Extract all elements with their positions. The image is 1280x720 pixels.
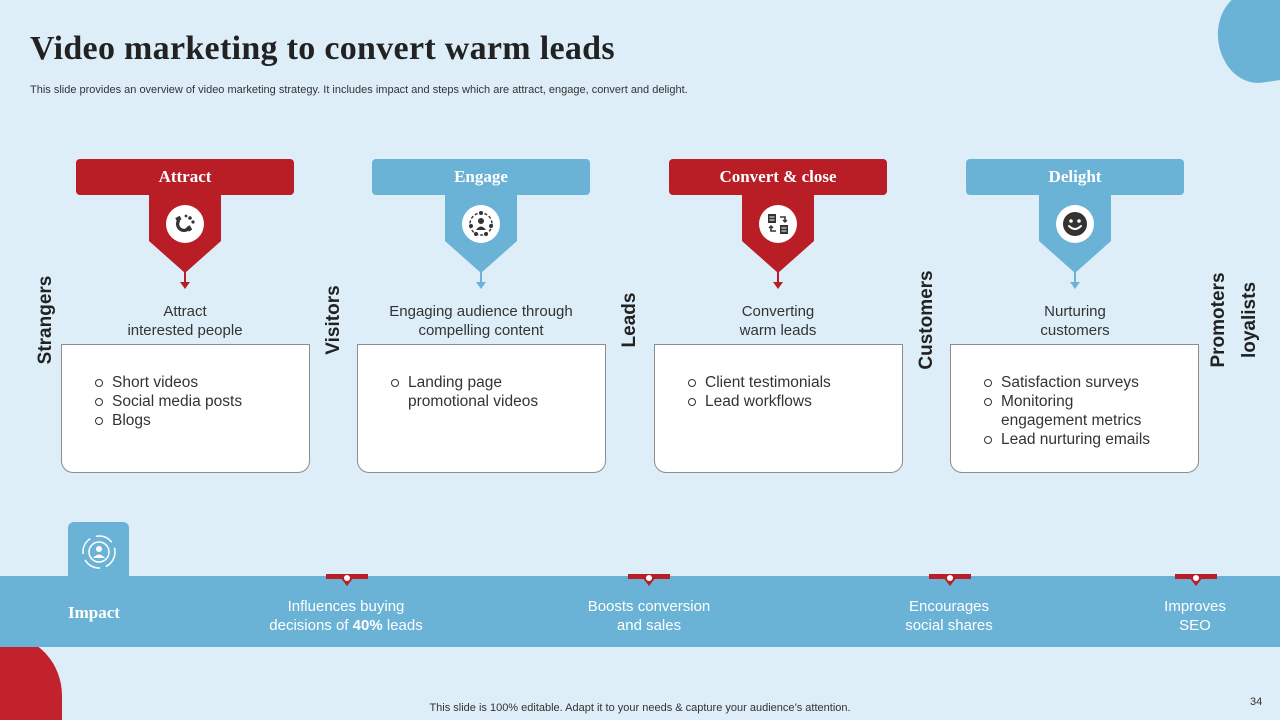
stage-card-delight: Satisfaction surveys Monitoring engageme…	[950, 344, 1199, 473]
stage-description: Converting warm leads	[739, 303, 817, 339]
smiley-icon	[1056, 205, 1094, 243]
stage-description: Nurturing customers	[1040, 303, 1110, 339]
page-number: 34	[1250, 696, 1263, 708]
stage-card-convert: Client testimonials Lead workflows	[654, 344, 903, 473]
list-item: Social media posts	[92, 392, 295, 411]
chevron-down-icon	[180, 282, 190, 289]
pin-marker	[326, 574, 368, 586]
footer-note: This slide is 100% editable. Adapt it to…	[429, 702, 851, 714]
stage-card-attract: Short videos Social media posts Blogs	[61, 344, 310, 473]
impact-item-shares: Encourages social shares	[905, 598, 993, 634]
label-leads: Leads	[619, 292, 640, 348]
stage-engage: Engage Engaging audience through compell…	[372, 159, 590, 339]
page-title: Video marketing to convert warm leads	[30, 30, 615, 67]
label-promoters: Promoters	[1208, 272, 1229, 368]
stage-convert: Convert & close Converting warm leads	[669, 159, 887, 339]
list-item: Satisfaction surveys	[981, 373, 1184, 392]
list-item-continuation: promotional videos	[408, 393, 539, 410]
stage-header-attract: Attract	[76, 159, 294, 195]
impact-item-buying: Influences buying decisions of 40% leads	[269, 598, 423, 634]
decorative-blob-top-right	[1212, 0, 1280, 88]
impact-label: Impact	[68, 603, 120, 622]
list-item: Landing page	[388, 373, 591, 392]
impact-item-conversion: Boosts conversion and sales	[587, 598, 711, 634]
chevron-down-icon	[476, 282, 486, 289]
conversion-cycle-icon	[759, 205, 797, 243]
stage-header-delight: Delight	[966, 159, 1184, 195]
stage-attract: Attract Attract interested people	[76, 159, 294, 339]
target-person-icon	[68, 522, 129, 582]
label-visitors: Visitors	[323, 285, 344, 355]
impact-bar	[0, 576, 1280, 647]
stage-header-convert: Convert & close	[669, 159, 887, 195]
magnet-icon	[166, 205, 204, 243]
impact-item-seo: Improves SEO	[1164, 598, 1226, 634]
pin-marker	[1175, 574, 1217, 586]
label-loyalists: loyalists	[1239, 281, 1260, 359]
audience-network-icon	[462, 205, 500, 243]
list-item: Lead nurturing emails	[981, 430, 1184, 449]
stage-description: Attract interested people	[127, 303, 243, 339]
chevron-down-icon	[1070, 282, 1080, 289]
list-item: Short videos	[92, 373, 295, 392]
pin-marker	[628, 574, 670, 586]
label-customers: Customers	[916, 270, 937, 370]
list-item: Blogs	[92, 411, 295, 430]
chevron-down-icon	[773, 282, 783, 289]
list-item: Monitoring	[981, 392, 1184, 411]
label-strangers: Strangers	[35, 275, 56, 365]
stage-description: Engaging audience through compelling con…	[389, 303, 573, 339]
stage-card-engage: Landing page promotional videos	[357, 344, 606, 473]
list-item: Lead workflows	[685, 392, 888, 411]
stage-delight: Delight Nurturing customers	[966, 159, 1184, 339]
page-subtitle: This slide provides an overview of video…	[30, 84, 688, 96]
list-item: Client testimonials	[685, 373, 888, 392]
stage-header-engage: Engage	[372, 159, 590, 195]
pin-marker	[929, 574, 971, 586]
list-item-continuation: engagement metrics	[1001, 412, 1142, 429]
